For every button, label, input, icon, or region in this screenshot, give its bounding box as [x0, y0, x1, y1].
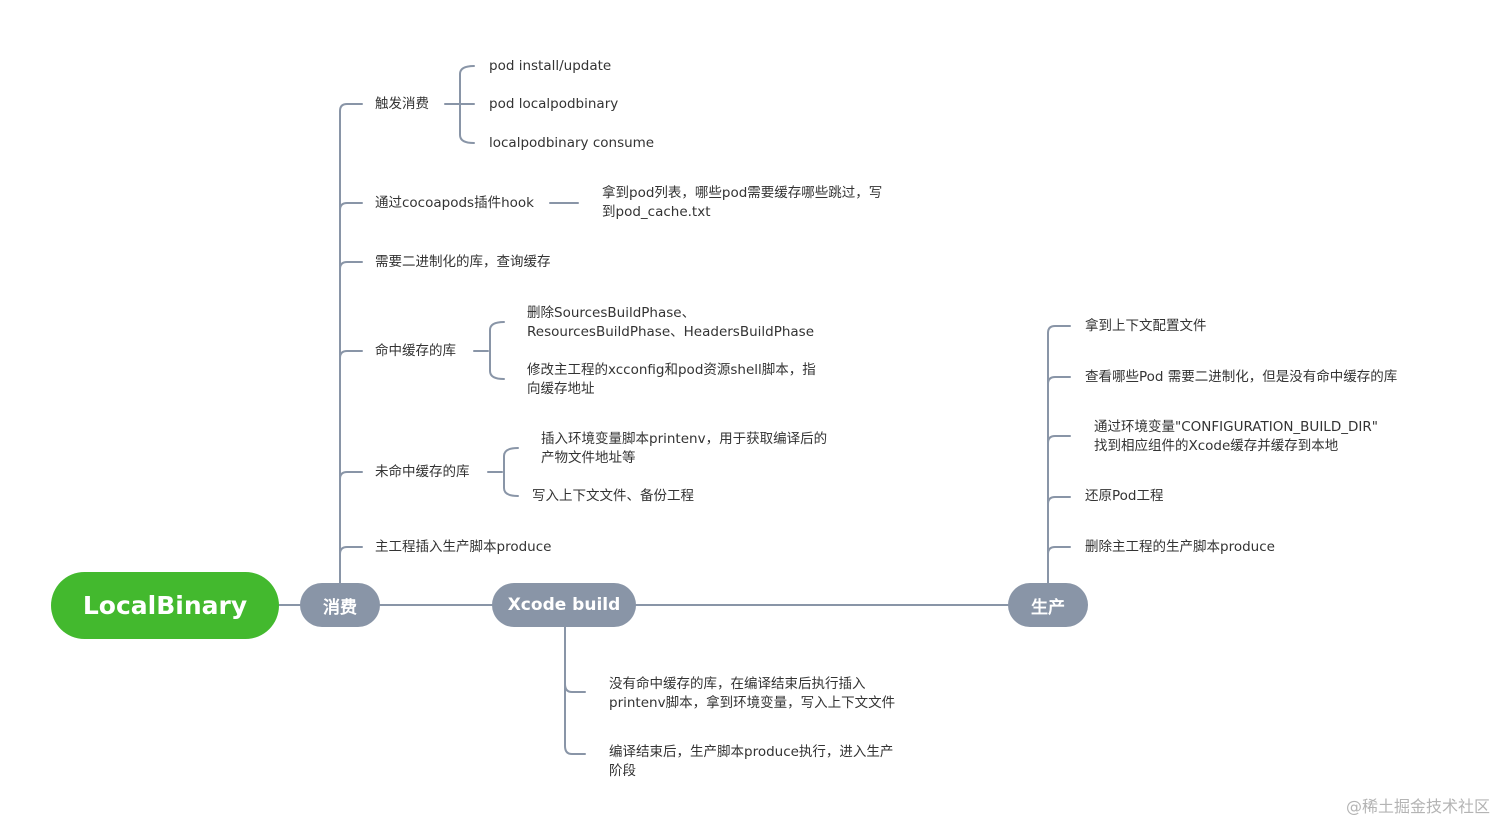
- produce-item-3-line-2: 找到相应组件的Xcode缓存并缓存到本地: [1094, 438, 1339, 454]
- consume-node[interactable]: 消费: [300, 583, 380, 627]
- cache-hit-label[interactable]: 命中缓存的库: [375, 343, 456, 359]
- produce-item-4[interactable]: 还原Pod工程: [1085, 488, 1164, 504]
- trigger-item-pod-install[interactable]: pod install/update: [489, 58, 612, 74]
- branch-hook: [339, 202, 363, 211]
- produce-item-5[interactable]: 删除主工程的生产脚本produce: [1085, 539, 1275, 555]
- produce-item-3[interactable]: 通过环境变量"CONFIGURATION_BUILD_DIR" 找到相应组件的X…: [1094, 418, 1378, 456]
- root-node[interactable]: LocalBinary: [51, 572, 279, 639]
- produce-branch-2: [1047, 376, 1071, 385]
- xcode-trunk: [564, 626, 586, 755]
- miss-bracket: [503, 447, 519, 497]
- trigger-item-consume[interactable]: localpodbinary consume: [489, 135, 655, 151]
- hook-detail-line-2: 到pod_cache.txt: [602, 204, 711, 220]
- xcode-item-2[interactable]: 编译结束后，生产脚本produce执行，进入生产 阶段: [609, 743, 893, 781]
- hook-detail-line-1: 拿到pod列表，哪些pod需要缓存哪些跳过，写: [602, 185, 883, 201]
- produce-item-1[interactable]: 拿到上下文配置文件: [1085, 318, 1207, 334]
- xcode-item-2-line-1: 编译结束后，生产脚本produce执行，进入生产: [609, 744, 894, 760]
- xcode-branch-1: [564, 683, 586, 693]
- produce-node[interactable]: 生产: [1008, 583, 1088, 627]
- hit-bracket: [489, 321, 505, 380]
- cache-hit-item-2[interactable]: 修改主工程的xcconfig和pod资源shell脚本，指 向缓存地址: [527, 361, 816, 399]
- cache-miss-item-2[interactable]: 写入上下文文件、备份工程: [532, 488, 694, 504]
- hook-detail[interactable]: 拿到pod列表，哪些pod需要缓存哪些跳过，写 到pod_cache.txt: [602, 184, 882, 222]
- produce-item-2[interactable]: 查看哪些Pod 需要二进制化，但是没有命中缓存的库: [1085, 369, 1398, 385]
- xcode-item-2-line-2: 阶段: [609, 763, 636, 779]
- cache-hit-item-1-line-2: ResourcesBuildPhase、HeadersBuildPhase: [527, 324, 815, 340]
- produce-branch-3: [1047, 435, 1071, 444]
- branch-query: [339, 261, 363, 270]
- xcode-item-1-line-1: 没有命中缓存的库，在编译结束后执行插入: [609, 676, 866, 692]
- produce-item-3-line-1: 通过环境变量"CONFIGURATION_BUILD_DIR": [1094, 419, 1378, 435]
- consume-trunk: [339, 103, 363, 584]
- xcode-item-1[interactable]: 没有命中缓存的库，在编译结束后执行插入 printenv脚本，拿到环境变量，写入…: [609, 675, 895, 713]
- branch-insert: [339, 546, 363, 555]
- xcode-item-1-line-2: printenv脚本，拿到环境变量，写入上下文文件: [609, 695, 896, 711]
- query-cache-label[interactable]: 需要二进制化的库，查询缓存: [375, 254, 551, 270]
- cache-miss-item-1[interactable]: 插入环境变量脚本printenv，用于获取编译后的 产物文件地址等: [541, 430, 827, 468]
- produce-branch-4: [1047, 496, 1071, 505]
- cache-hit-item-2-line-1: 修改主工程的xcconfig和pod资源shell脚本，指: [527, 362, 816, 378]
- branch-hit: [339, 350, 363, 359]
- cache-hit-item-1-line-1: 删除SourcesBuildPhase、: [527, 305, 696, 321]
- produce-trunk: [1047, 325, 1071, 584]
- cache-miss-item-1-line-1: 插入环境变量脚本printenv，用于获取编译后的: [541, 431, 828, 447]
- branch-miss: [339, 471, 363, 480]
- produce-branch-5: [1047, 546, 1071, 555]
- trigger-item-pod-localpodbinary[interactable]: pod localpodbinary: [489, 96, 619, 112]
- insert-produce-script-label[interactable]: 主工程插入生产脚本produce: [375, 539, 552, 555]
- xcode-build-node[interactable]: Xcode build: [492, 583, 636, 627]
- hook-label[interactable]: 通过cocoapods插件hook: [375, 195, 534, 211]
- watermark: @稀土掘金技术社区: [1345, 797, 1490, 816]
- cache-hit-item-2-line-2: 向缓存地址: [527, 381, 595, 397]
- cache-miss-item-1-line-2: 产物文件地址等: [541, 450, 636, 466]
- cache-hit-item-1[interactable]: 删除SourcesBuildPhase、 ResourcesBuildPhase…: [527, 304, 814, 342]
- cache-miss-label[interactable]: 未命中缓存的库: [375, 464, 470, 480]
- trigger-consume-label[interactable]: 触发消费: [375, 96, 429, 112]
